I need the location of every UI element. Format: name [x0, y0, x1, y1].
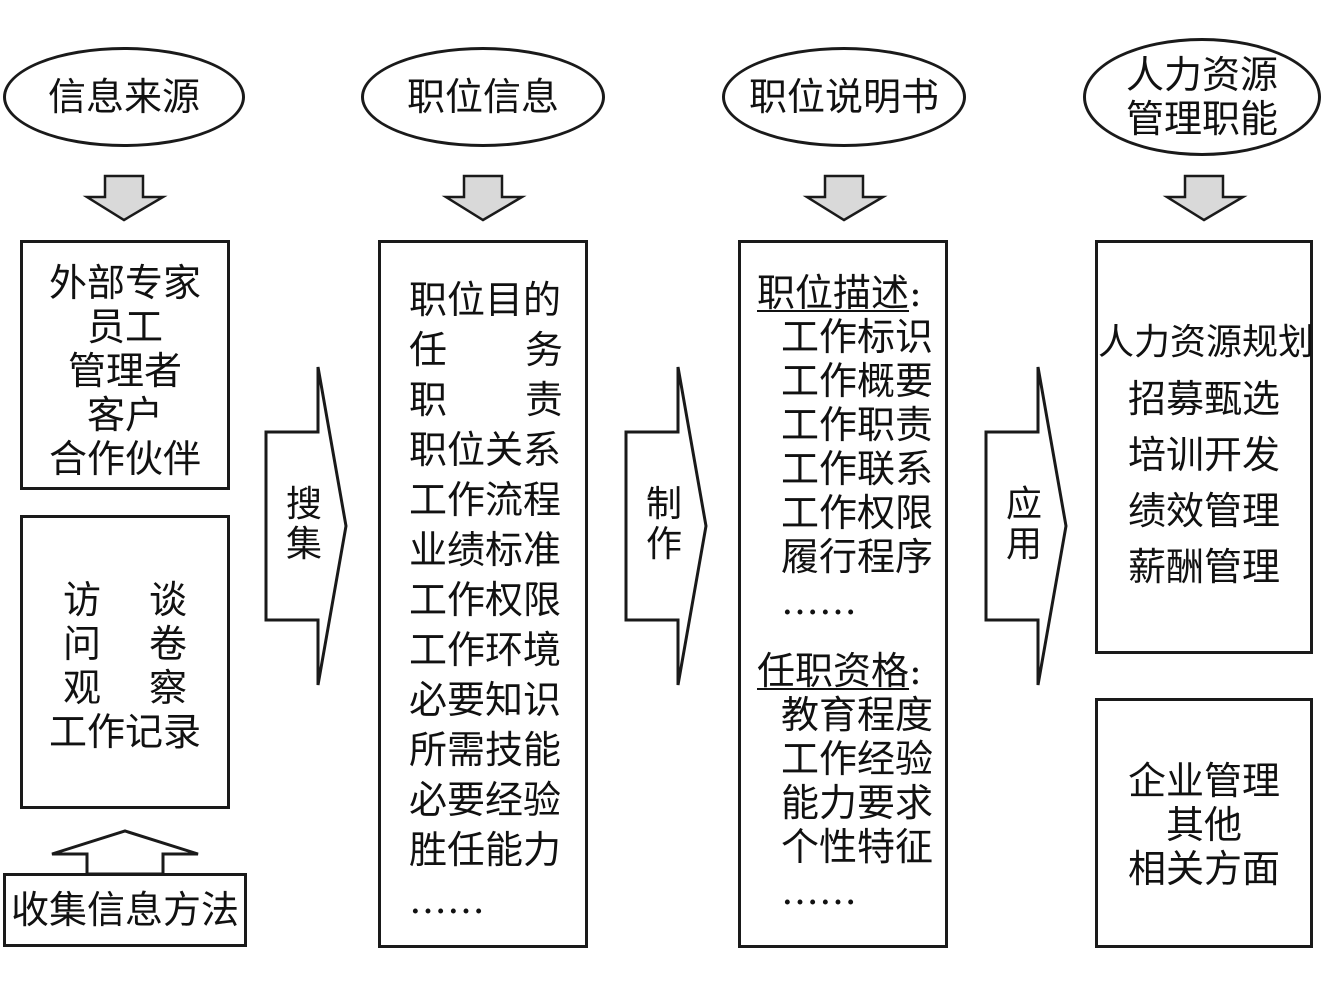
- list-item: 工作记录: [48, 710, 201, 754]
- list-item: 薪酬管理: [1127, 545, 1280, 589]
- list-item: 工作经验: [781, 737, 934, 781]
- list-item: 企业管理: [1127, 759, 1280, 803]
- list-item: 任 务: [409, 328, 563, 372]
- list-item: 访 谈: [63, 578, 187, 622]
- list-item: 工作权限: [409, 578, 562, 622]
- arrow-label-apply: 应 用: [1005, 484, 1042, 565]
- list-item: ……: [409, 878, 485, 922]
- header-job-info-label: 职位信息: [406, 75, 559, 119]
- list-item: 其他: [1165, 803, 1242, 847]
- list-item: 员工: [86, 305, 163, 349]
- list-item: ……: [781, 869, 857, 913]
- down-arrow-icon: [802, 174, 888, 222]
- list-item: 个性特征: [781, 825, 934, 869]
- arrow-label-collect: 搜 集: [285, 484, 322, 565]
- header-hr-functions-line2: 管理职能: [1125, 97, 1278, 141]
- list-item: 教育程度: [781, 693, 934, 737]
- job-info-box: 职位目的 任 务 职 责 职位关系 工作流程 业绩标准 工作权限 工作环境 必要…: [378, 240, 588, 948]
- list-item: 必要经验: [409, 778, 562, 822]
- header-hr-functions-line1: 人力资源: [1125, 53, 1278, 97]
- collection-methods-box: 访 谈 问 卷 观 察 工作记录: [20, 515, 230, 809]
- collection-method-label: 收集信息方法: [10, 888, 239, 932]
- list-item: 问 卷: [63, 622, 187, 666]
- header-job-description-label: 职位说明书: [748, 75, 939, 119]
- arrow-label-make: 制 作: [645, 484, 682, 565]
- job-description-box: 职位描述: 工作标识 工作概要 工作职责 工作联系 工作权限 履行程序 …… 任…: [738, 240, 948, 948]
- list-item: 工作职责: [781, 403, 934, 447]
- down-arrow-icon: [1162, 174, 1248, 222]
- list-item: 工作概要: [781, 359, 934, 403]
- list-item: 培训开发: [1127, 433, 1280, 477]
- list-item: 工作权限: [781, 491, 934, 535]
- list-item: 职位目的: [409, 278, 562, 322]
- list-item: 工作联系: [781, 447, 934, 491]
- list-item: 相关方面: [1127, 847, 1280, 891]
- list-item: 客户: [86, 393, 163, 437]
- list-item: 绩效管理: [1127, 489, 1280, 533]
- down-arrow-icon: [82, 174, 168, 222]
- list-item: 履行程序: [781, 535, 934, 579]
- right-arrow-icon: [264, 366, 348, 686]
- list-item: 人力资源规划: [1098, 322, 1315, 363]
- section-title-qualifications: 任职资格:: [757, 649, 922, 693]
- header-info-source-label: 信息来源: [47, 75, 200, 119]
- list-item: 业绩标准: [409, 528, 562, 572]
- list-item: 胜任能力: [409, 828, 562, 872]
- enterprise-management-box: 企业管理 其他 相关方面: [1095, 698, 1313, 948]
- header-job-description: 职位说明书: [722, 47, 966, 147]
- list-item: 外部专家: [48, 261, 201, 305]
- list-item: 职 责: [409, 378, 563, 422]
- up-arrow-icon: [51, 829, 199, 876]
- list-item: 职位关系: [409, 428, 562, 472]
- list-item: 必要知识: [409, 678, 562, 722]
- right-arrow-icon: [984, 366, 1068, 686]
- hr-functions-box: 人力资源规划 招募甄选 培训开发 绩效管理 薪酬管理: [1095, 240, 1315, 654]
- list-item: 所需技能: [409, 728, 562, 772]
- list-item: 观 察: [63, 666, 187, 710]
- right-arrow-icon: [624, 366, 708, 686]
- collection-method-label-box: 收集信息方法: [3, 873, 247, 947]
- list-item: 工作环境: [409, 628, 562, 672]
- list-item: 工作标识: [781, 315, 934, 359]
- list-item: 管理者: [67, 349, 182, 393]
- list-item: 合作伙伴: [48, 437, 201, 481]
- list-item: 招募甄选: [1127, 377, 1280, 421]
- section-title-job-description: 职位描述:: [757, 271, 922, 315]
- down-arrow-icon: [441, 174, 527, 222]
- list-item: ……: [781, 579, 857, 623]
- info-source-box: 外部专家 员工 管理者 客户 合作伙伴: [20, 240, 230, 490]
- header-job-info: 职位信息: [361, 47, 605, 147]
- header-info-source: 信息来源: [3, 47, 245, 147]
- list-item: 工作流程: [409, 478, 562, 522]
- list-item: 能力要求: [781, 781, 934, 825]
- header-hr-functions: 人力资源 管理职能: [1083, 38, 1321, 156]
